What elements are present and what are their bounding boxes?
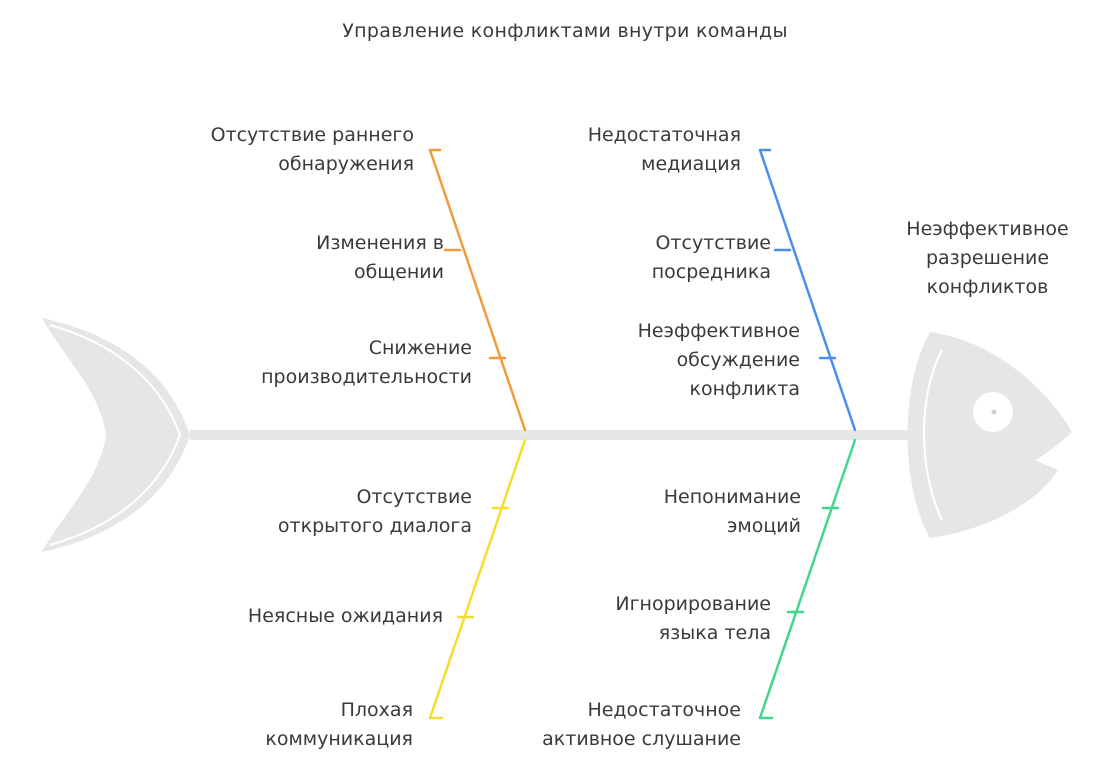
diagram-title: Управление конфликтами внутри команды — [342, 20, 788, 42]
fish-pupil — [991, 409, 997, 415]
fish-head-outline — [923, 349, 943, 521]
cause-label: Отсутствие раннего обнаружения — [210, 124, 414, 175]
fish-head — [907, 332, 1072, 538]
bones-group — [428, 148, 857, 720]
category-bone-bottom-left — [428, 438, 527, 720]
cause-label: Неэффективное обсуждение конфликта — [637, 320, 800, 400]
category-bone-bottom-right — [758, 438, 857, 720]
cause-label: Отсутствие посредника — [651, 232, 771, 283]
fish-tail-outline — [49, 324, 182, 546]
cause-label: Игнорирование языка тела — [615, 593, 771, 644]
cause-label: Плохая коммуникация — [265, 699, 413, 750]
cause-label: Недостаточное активное слушание — [542, 699, 741, 750]
cause-label: Отсутствие открытого диалога — [277, 486, 472, 537]
fish-spine — [190, 430, 908, 440]
cause-label: Недостаточная медиация — [587, 124, 741, 175]
category-bone-top-left — [428, 148, 527, 432]
cause-label: Непонимание эмоций — [663, 486, 801, 537]
cause-label: Изменения в общении — [316, 232, 444, 283]
cause-label: Неясные ожидания — [247, 605, 443, 627]
category-bone-top-right — [758, 148, 857, 432]
cause-label: Снижение производительности — [261, 337, 472, 388]
fish-tail — [42, 318, 190, 552]
effect-label: Неэффективное разрешение конфликтов — [906, 218, 1069, 298]
